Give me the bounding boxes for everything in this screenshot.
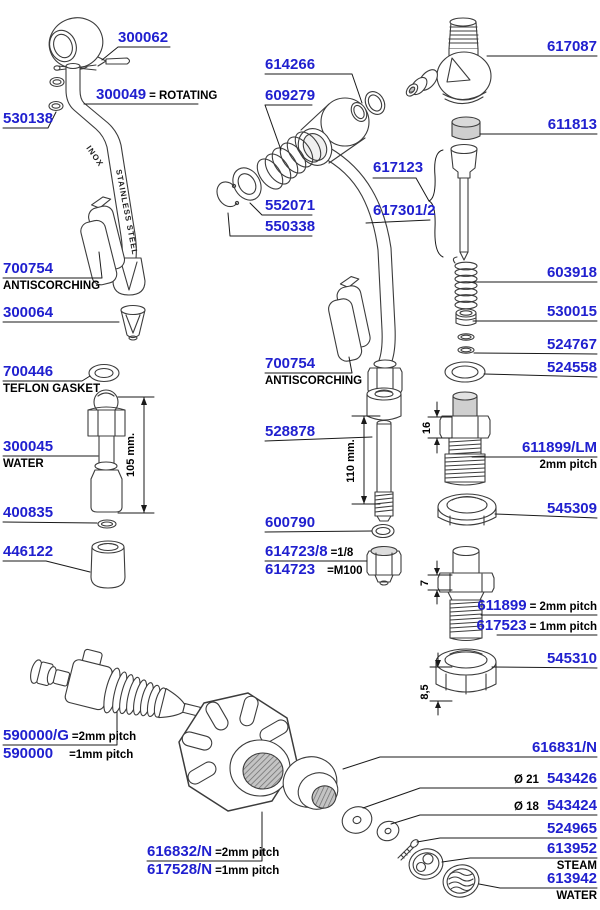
drawing-stem-617123 bbox=[450, 143, 478, 261]
dimension-16: 16 bbox=[421, 401, 453, 454]
part-label-530138: 530138 bbox=[3, 110, 54, 127]
drawing-gasket-700446 bbox=[88, 363, 120, 383]
part-label-524767: 524767 bbox=[546, 336, 597, 353]
svg-text:8,5: 8,5 bbox=[419, 684, 431, 699]
part-label-545310: 545310 bbox=[546, 650, 597, 667]
part-label-617523: 617523= 1mm pitch bbox=[476, 617, 598, 634]
part-label-616831: 616831/N bbox=[531, 739, 597, 756]
drawing-pin-524965 bbox=[397, 839, 419, 861]
part-label-700446: 700446 bbox=[3, 363, 54, 380]
part-label-617528: 617528/N=1mm pitch bbox=[147, 861, 280, 878]
svg-text:105 mm.: 105 mm. bbox=[125, 433, 137, 477]
leader-lines bbox=[2, 46, 598, 889]
drawing-oring-600790 bbox=[371, 523, 395, 539]
caption-steam: STEAM bbox=[556, 860, 597, 872]
part-label-300064: 300064 bbox=[3, 304, 54, 321]
drawing-valve-590000 bbox=[30, 648, 210, 719]
svg-text:7: 7 bbox=[419, 580, 431, 586]
part-label-614723-8: 614723/8=1/8 bbox=[265, 543, 354, 560]
dimension-105mm: 105 mm. bbox=[117, 396, 155, 514]
part-label-300049: 300049= ROTATING bbox=[96, 86, 218, 103]
part-label-611899: 611899= 2mm pitch bbox=[477, 597, 597, 614]
svg-text:16: 16 bbox=[421, 422, 433, 434]
drawing-washer-552071 bbox=[232, 167, 262, 201]
part-label-300045: 300045 bbox=[3, 438, 54, 455]
part-label-614723: 614723=M100 bbox=[265, 561, 363, 578]
drawing-grip-700754-center bbox=[328, 276, 371, 362]
drawing-ringnut-545309 bbox=[437, 493, 497, 526]
part-label-617087: 617087 bbox=[546, 38, 597, 55]
drawing-badge-613942 bbox=[442, 864, 480, 898]
drawing-nut-614723 bbox=[366, 545, 402, 586]
part-label-552071: 552071 bbox=[265, 197, 316, 214]
drawing-steam-knob bbox=[48, 17, 104, 71]
caption-2mm-pitch: 2mm pitch bbox=[539, 459, 597, 471]
drawing-cup-446122 bbox=[90, 540, 126, 589]
drawing-circlip-550338 bbox=[216, 181, 240, 208]
part-label-616832: 616832/N=2mm pitch bbox=[147, 843, 280, 860]
part-label-700754-left: 700754 bbox=[3, 260, 54, 277]
drawing-disc-543426 bbox=[341, 806, 373, 834]
caption-antiscorching-left: ANTISCORCHING bbox=[3, 280, 101, 292]
drawing-seat-611899 bbox=[437, 545, 495, 642]
part-label-524558: 524558 bbox=[546, 359, 597, 376]
drawing-tip-300064 bbox=[120, 304, 146, 341]
part-label-528878: 528878 bbox=[265, 423, 316, 440]
drawing-orings-524767 bbox=[457, 333, 475, 354]
part-label-617123: 617123 bbox=[373, 159, 424, 176]
dimension-7: 7 bbox=[419, 560, 453, 605]
part-label-611813: 611813 bbox=[547, 116, 597, 133]
part-label-550338: 550338 bbox=[265, 218, 316, 235]
drawing-orings-614266 bbox=[350, 91, 386, 122]
tube-marking-inox: INOX bbox=[84, 144, 105, 168]
dimension-8-5: 8,5 bbox=[419, 652, 453, 716]
drawing-pin-300062 bbox=[97, 56, 131, 67]
drawing-spring-609279 bbox=[256, 131, 322, 190]
drawing-knob-616832 bbox=[178, 692, 298, 812]
part-label-545309: 545309 bbox=[546, 500, 597, 517]
part-label-590000g: 590000/G=2mm pitch bbox=[3, 727, 137, 744]
caption-water-left: WATER bbox=[3, 458, 44, 470]
dimension-110mm: 110 mm. bbox=[345, 415, 381, 505]
part-label-609279: 609279 bbox=[265, 87, 316, 104]
svg-text:110 mm.: 110 mm. bbox=[345, 439, 357, 482]
drawing-washer-524558 bbox=[444, 361, 486, 383]
caption-teflon-gasket: TEFLON GASKET bbox=[3, 383, 101, 395]
drawing-badge-613952 bbox=[408, 848, 444, 880]
part-label-300062: 300062 bbox=[118, 29, 169, 46]
part-label-530015: 530015 bbox=[546, 303, 597, 320]
drawing-bushing-530015 bbox=[455, 308, 477, 327]
part-label-617301: 617301/2 bbox=[373, 202, 436, 219]
part-label-400835: 400835 bbox=[3, 504, 54, 521]
part-label-614266: 614266 bbox=[265, 56, 316, 73]
part-label-613952: 613952 bbox=[546, 840, 597, 857]
drawing-disc-543424 bbox=[376, 820, 400, 842]
drawing-spring-603918 bbox=[452, 256, 478, 310]
part-label-611899lm: 611899/LM bbox=[521, 439, 597, 456]
caption-water-right: WATER bbox=[556, 890, 597, 902]
drawing-orings-530138 bbox=[48, 76, 65, 112]
part-label-600790: 600790 bbox=[265, 514, 316, 531]
part-label-603918: 603918 bbox=[546, 264, 597, 281]
part-label-590000: 590000=1mm pitch bbox=[3, 745, 134, 762]
drawing-spout-300045 bbox=[87, 389, 126, 513]
drawing-tube-528878 bbox=[366, 387, 402, 522]
drawing-ringnut-545310 bbox=[435, 648, 497, 695]
part-label-613942: 613942 bbox=[546, 870, 597, 887]
drawing-valve-body-617087 bbox=[405, 17, 492, 105]
drawing-cap-611813 bbox=[451, 116, 481, 141]
drawing-oring-400835 bbox=[97, 519, 117, 529]
drawing-insert-616831 bbox=[282, 756, 339, 810]
part-label-524965: 524965 bbox=[546, 820, 597, 837]
drawing-seat-611899lm bbox=[439, 391, 491, 486]
part-label-446122: 446122 bbox=[3, 543, 54, 560]
part-label-700754-center: 700754 bbox=[265, 355, 316, 372]
caption-antiscorching-center: ANTISCORCHING bbox=[265, 375, 363, 387]
